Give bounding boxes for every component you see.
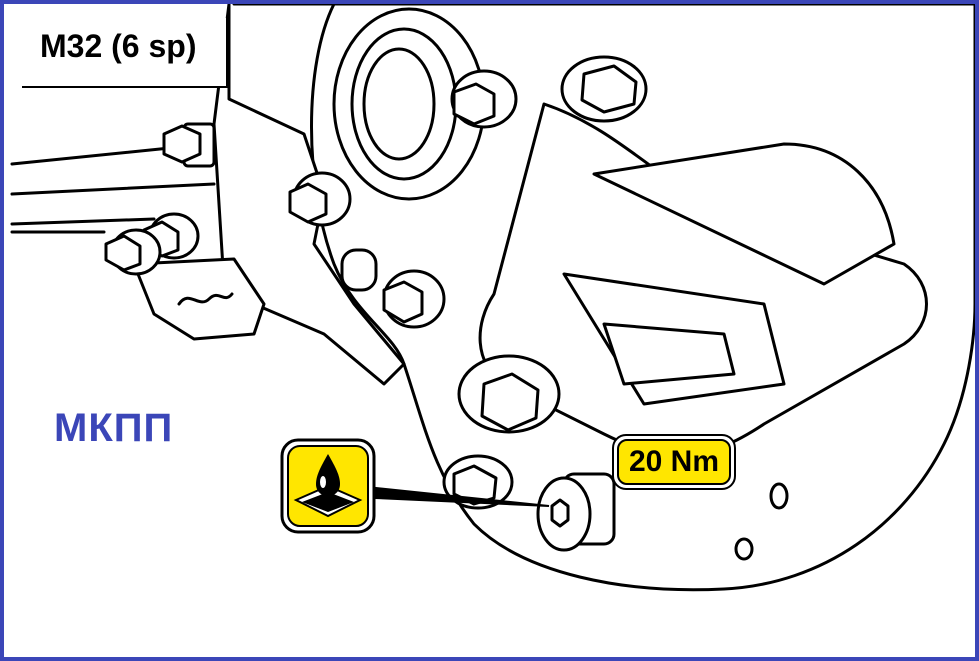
transmission-label: МКПП — [54, 406, 174, 450]
bolt-lower — [457, 354, 561, 434]
bolt-left-4 — [104, 228, 162, 276]
bolt-top-right — [560, 55, 648, 123]
torque-badge: 20 Nm — [612, 434, 736, 490]
lower-bracket — [132, 257, 266, 341]
gearbox-illustration — [10, 4, 975, 592]
bolt-middle — [382, 269, 446, 329]
bolt-left-3 — [142, 212, 200, 260]
title-box: M32 (6 sp) — [22, 18, 228, 88]
bolt-bottom — [442, 454, 514, 510]
drain-plug — [536, 472, 616, 552]
torque-value: 20 Nm — [617, 439, 731, 485]
bolt-left-1 — [162, 122, 216, 168]
leader-line — [375, 486, 550, 507]
input-shaft-ring-inner — [362, 47, 436, 161]
bolt-left-2 — [288, 171, 352, 227]
bolt-top-center — [450, 69, 518, 129]
model-title: M32 (6 sp) — [40, 28, 197, 64]
dowel-pin — [340, 248, 378, 292]
oil-drop-icon — [280, 438, 376, 534]
